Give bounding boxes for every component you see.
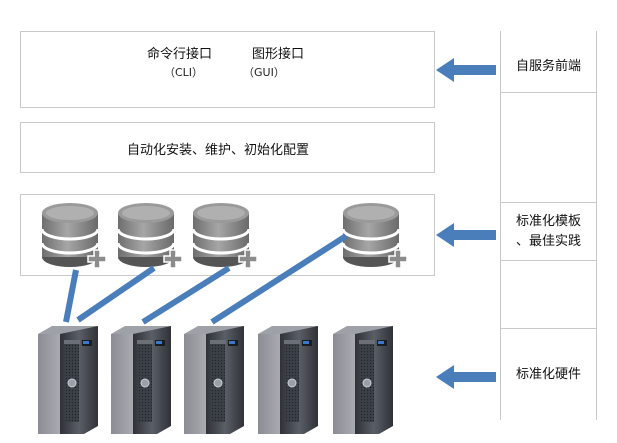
side-label-template-line1: 标准化模板 bbox=[515, 214, 581, 229]
connector-line bbox=[141, 265, 231, 325]
cli-label: 命令行接口 bbox=[147, 47, 213, 62]
side-divider-3 bbox=[500, 260, 597, 261]
arrow-left-icon bbox=[436, 58, 496, 82]
automation-box bbox=[20, 122, 435, 173]
arrow-left-icon bbox=[436, 223, 496, 247]
side-divider-4 bbox=[500, 328, 597, 329]
side-label-hardware-text: 标准化硬件 bbox=[515, 367, 581, 382]
database-plus-icon bbox=[341, 201, 409, 270]
database-plus-icon bbox=[191, 201, 259, 270]
automation-label: 自动化安装、维护、初始化配置 bbox=[127, 143, 310, 158]
server-tower-icon bbox=[110, 325, 172, 435]
connector-line bbox=[76, 265, 156, 323]
side-column bbox=[500, 31, 597, 420]
server-tower-icon bbox=[257, 325, 319, 435]
connector-line bbox=[210, 233, 348, 325]
side-label-template-line2: 、最佳实践 bbox=[515, 234, 581, 249]
server-tower-icon bbox=[37, 325, 99, 435]
side-label-template: 标准化模板 、最佳实践 bbox=[500, 206, 597, 258]
connector-lines bbox=[63, 233, 348, 325]
server-tower-icon bbox=[183, 325, 245, 435]
side-label-hardware: 标准化硬件 bbox=[500, 355, 597, 395]
side-label-frontend-text: 自服务前端 bbox=[515, 59, 581, 74]
database-plus-icon bbox=[116, 201, 184, 270]
cli-sub-label: （CLI） bbox=[164, 66, 204, 79]
gui-label: 图形接口 bbox=[252, 47, 305, 62]
database-plus-icon bbox=[40, 201, 108, 270]
connector-line bbox=[63, 269, 79, 323]
side-divider-2 bbox=[500, 202, 597, 203]
arrow-left-icon bbox=[436, 365, 496, 389]
server-tower-icon bbox=[332, 325, 394, 435]
side-label-frontend: 自服务前端 bbox=[500, 45, 597, 89]
gui-sub-label: （GUI） bbox=[243, 66, 285, 79]
interfaces-box bbox=[20, 31, 435, 108]
side-divider-1 bbox=[500, 92, 597, 93]
